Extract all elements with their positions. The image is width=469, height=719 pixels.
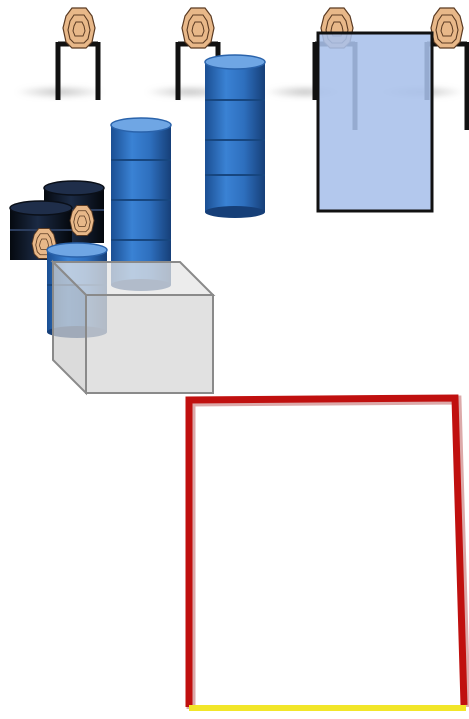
translucent-crate (50, 259, 216, 396)
barrel-stack-tall (204, 54, 266, 218)
shooting-target (69, 205, 95, 236)
red-boundary-frame (185, 394, 469, 709)
blue-translucent-panel (316, 31, 434, 213)
shooting-target (55, 7, 101, 100)
